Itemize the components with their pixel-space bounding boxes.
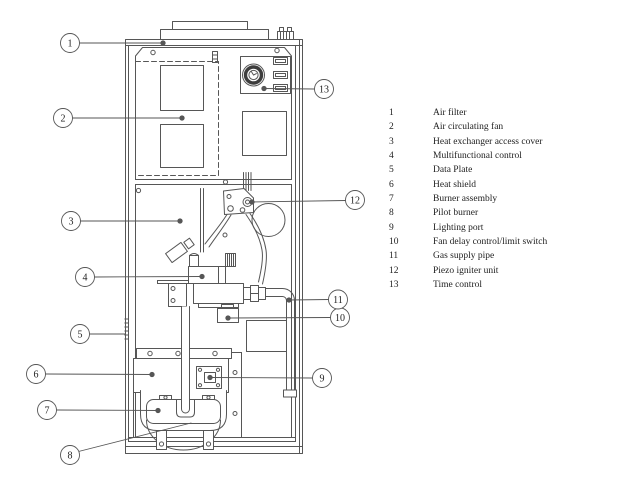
- callout-9: 9: [207, 368, 332, 388]
- valve-outlet-fitting: [243, 285, 266, 302]
- callout-1: 1: [60, 33, 166, 53]
- panel-cutout: [242, 111, 287, 156]
- legend-row: 7 Burner assembly: [389, 192, 589, 206]
- data-plate: [124, 318, 129, 340]
- fan-compartment: [135, 61, 219, 176]
- legend-item-number: 3: [389, 136, 394, 147]
- legend-row: 12 Piezo igniter unit: [389, 264, 589, 278]
- legend-row: 11 Gas supply pipe: [389, 249, 589, 263]
- legend-item-label: Heat exchanger access cover: [433, 136, 543, 147]
- legend-item-number: 6: [389, 179, 394, 190]
- compartment-divider: [135, 179, 292, 194]
- legend-item-number: 7: [389, 194, 394, 205]
- legend-item-label: Heat shield: [433, 179, 477, 190]
- junction-box: [246, 320, 287, 352]
- callout-5: 5: [70, 324, 126, 344]
- callout-7: 7: [37, 400, 161, 420]
- legend-row: 2 Air circulating fan: [389, 120, 589, 134]
- legend-item-number: 1: [389, 108, 394, 118]
- legend-item-number: 4: [389, 151, 394, 162]
- callout-6: 6: [26, 364, 155, 384]
- legend-item-label: Gas supply pipe: [433, 251, 495, 262]
- legend-item-label: Lighting port: [433, 222, 484, 233]
- callout-number: 2: [61, 114, 66, 125]
- legend-item-label: Piezo igniter unit: [433, 265, 499, 276]
- legend-item-number: 2: [389, 122, 394, 133]
- legend-row: 4 Multifunctional control: [389, 149, 589, 163]
- legend-item-number: 12: [389, 265, 399, 276]
- legend-row: 9 Lighting port: [389, 221, 589, 235]
- callout-number: 10: [335, 313, 345, 324]
- callout-number: 8: [68, 451, 73, 462]
- legend-row: 3 Heat exchanger access cover: [389, 135, 589, 149]
- callout-number: 11: [333, 295, 343, 306]
- callout-number: 9: [320, 374, 325, 385]
- callouts: 1 2 3 4 5: [26, 33, 365, 465]
- clock-dial-icon: [242, 63, 265, 87]
- igniter-cables: [204, 213, 267, 285]
- legend-item-label: Fan delay control/limit switch: [433, 237, 548, 248]
- valve-knob: [225, 253, 236, 267]
- legend-row: 10 Fan delay control/limit switch: [389, 235, 589, 249]
- legend-row: 5 Data Plate: [389, 163, 589, 177]
- callout-3: 3: [61, 211, 183, 231]
- callout-12: 12: [249, 190, 365, 210]
- callout-number: 6: [34, 370, 39, 381]
- parts-legend: 1 Air filter 2 Air circulating fan 3 Hea…: [389, 106, 589, 292]
- callout-10: 10: [225, 307, 350, 328]
- piezo-igniter-unit: [223, 188, 254, 215]
- igniter-wires-top: [243, 172, 252, 191]
- callout-number: 13: [319, 85, 329, 96]
- legend-item-number: 13: [389, 280, 399, 291]
- legend-item-label: Multifunctional control: [433, 151, 522, 162]
- legend-item-number: 11: [389, 251, 399, 262]
- legend-row: 13 Time control: [389, 278, 589, 292]
- legend-row: 8 Pilot burner: [389, 206, 589, 220]
- callout-number: 1: [68, 39, 73, 50]
- legend-item-number: 9: [389, 222, 394, 233]
- callout-11: 11: [286, 289, 348, 310]
- callout-number: 7: [45, 406, 50, 417]
- legend-item-number: 5: [389, 165, 394, 176]
- legend-item-label: Data Plate: [433, 165, 473, 176]
- legend-item-label: Air filter: [433, 108, 467, 118]
- burner-supply-pipe: [181, 306, 190, 414]
- callout-number: 5: [78, 330, 83, 341]
- callout-number: 12: [350, 196, 360, 207]
- burner-assembly: [140, 390, 227, 451]
- legend-item-label: Air circulating fan: [433, 122, 504, 133]
- flue-collar: [277, 27, 294, 40]
- timer-buttons: [273, 57, 288, 92]
- callout-8: 8: [60, 422, 192, 465]
- callout-number: 4: [83, 273, 88, 284]
- air-filter-flange: [160, 21, 269, 40]
- cable-connector: [165, 237, 195, 264]
- legend-row: 1 Air filter: [389, 106, 589, 120]
- callout-4: 4: [75, 267, 205, 287]
- legend-item-label: Time control: [433, 280, 482, 291]
- callout-2: 2: [53, 108, 185, 128]
- callout-number: 3: [69, 217, 74, 228]
- legend-row: 6 Heat shield: [389, 178, 589, 192]
- callout-13: 13: [261, 79, 334, 99]
- draft-diverter-opening: [251, 203, 286, 237]
- legend-item-number: 10: [389, 237, 399, 248]
- legend-item-label: Pilot burner: [433, 208, 479, 219]
- gas-valve: [157, 253, 266, 308]
- legend-item-label: Burner assembly: [433, 194, 498, 205]
- legend-item-number: 8: [389, 208, 394, 219]
